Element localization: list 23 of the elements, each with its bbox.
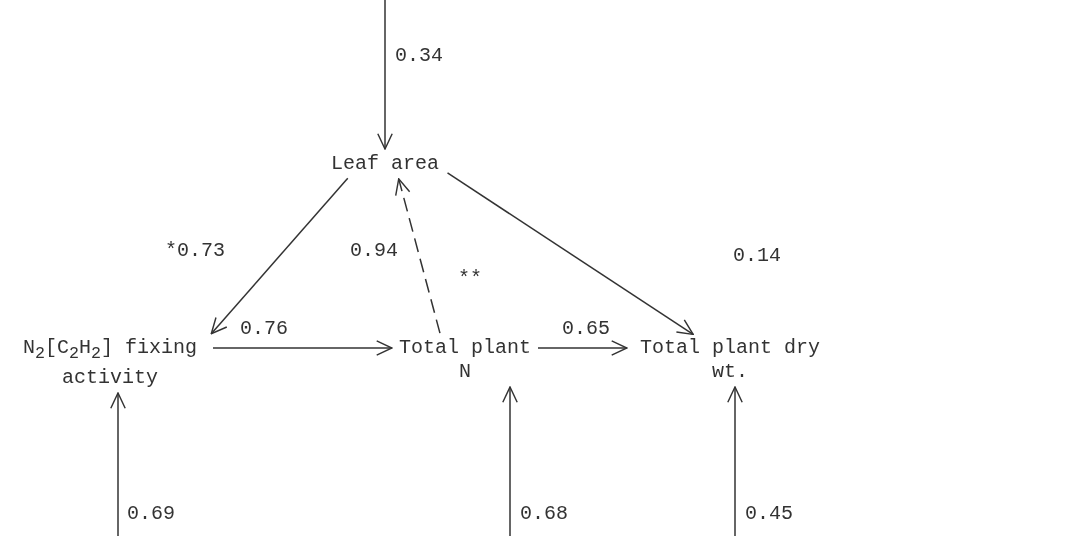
node-label: N$_{2}$[C$_{2}$H$_{2}$] fixing activity <box>21 336 199 390</box>
arrow <box>377 0 393 150</box>
edge-label: 0.76 <box>240 318 288 340</box>
edge-label: 0.69 <box>127 503 175 525</box>
arrow <box>110 392 126 537</box>
node-label: Leaf area <box>331 152 439 176</box>
edge-label: 0.68 <box>520 503 568 525</box>
significance-mark: ** <box>458 268 482 290</box>
edge-label: *0.73 <box>165 240 225 262</box>
arrow <box>395 178 441 334</box>
edge-label: 0.34 <box>395 45 443 67</box>
arrow <box>446 172 694 336</box>
edge-label: 0.14 <box>733 245 781 267</box>
arrow <box>537 340 628 356</box>
edge-label: 0.65 <box>562 318 610 340</box>
arrow <box>210 177 349 335</box>
arrow <box>212 340 393 356</box>
arrow <box>502 386 518 537</box>
arrow <box>727 386 743 537</box>
edge-label: 0.45 <box>745 503 793 525</box>
node-label: Total plant dry wt. <box>639 336 821 384</box>
node-label: Total plant N <box>398 336 532 384</box>
edge-label: 0.94 <box>350 240 398 262</box>
